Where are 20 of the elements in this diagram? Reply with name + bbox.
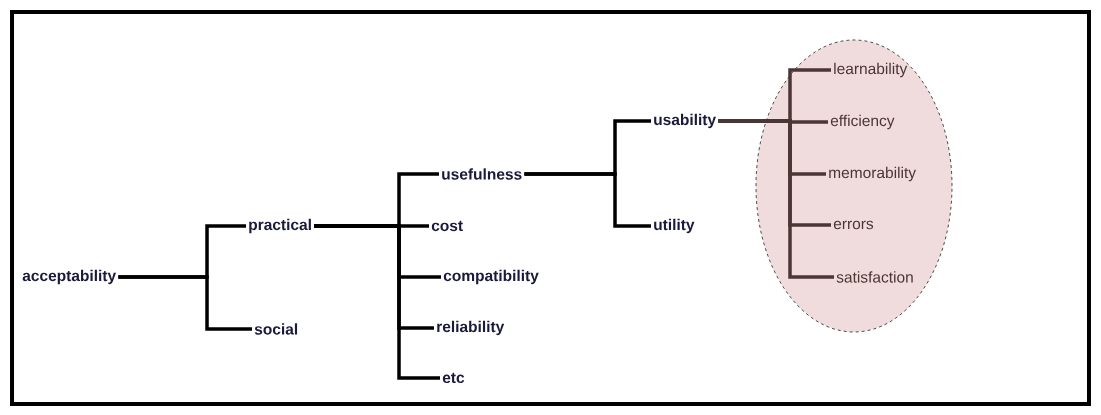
label-text: learnability <box>834 62 908 78</box>
dashed-ellipse <box>755 39 953 333</box>
label-text: etc <box>442 372 465 384</box>
label-text: errors <box>833 220 874 230</box>
label-text: memorability <box>829 166 916 182</box>
label-text: utility <box>654 218 695 234</box>
label-text: cost <box>431 220 463 232</box>
label-text: compatibility <box>443 269 539 285</box>
label-text: satisfaction <box>836 271 913 283</box>
connector <box>524 172 651 228</box>
label-text: social <box>254 323 298 335</box>
connector <box>718 119 834 279</box>
label-text: reliability <box>437 320 505 336</box>
connector <box>314 224 440 380</box>
connector <box>118 275 252 331</box>
label-text: usefulness <box>442 168 522 180</box>
label-text: acceptability <box>22 269 117 285</box>
label-text: practical <box>249 218 311 234</box>
label-text: usability <box>654 113 716 129</box>
label-text: efficiency <box>830 114 895 130</box>
